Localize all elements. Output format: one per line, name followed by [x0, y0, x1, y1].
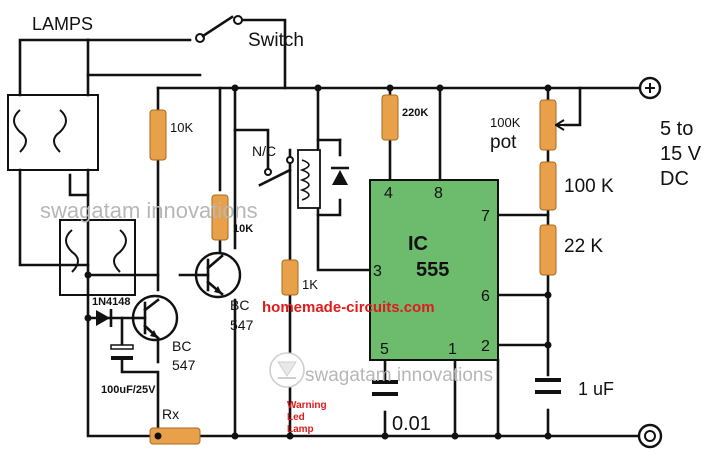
switch-symbol: [195, 15, 243, 43]
lamp-upper: [7, 94, 99, 171]
resistor-rx: [149, 427, 201, 445]
ic-label-2: 555: [416, 259, 449, 281]
relay-coil: [297, 149, 321, 209]
label-bc547-left-2: 547: [172, 357, 196, 373]
label-22k: 22 K: [564, 236, 603, 257]
label-bc547-right-2: 547: [230, 317, 254, 333]
diode-1n4148: [96, 309, 113, 327]
capacitor-100uf: [110, 344, 134, 360]
resistor-1k: [281, 259, 299, 296]
ic-pin-7: 7: [481, 208, 490, 225]
label-supply-3: DC: [660, 168, 689, 190]
label-10k-mid: 10K: [233, 223, 253, 235]
transistor-left: [131, 294, 179, 342]
pot-wiper-arrow: [555, 119, 565, 131]
resistor-22k: [539, 224, 557, 276]
junction-dots: [84, 84, 552, 440]
ic-pin-5: 5: [380, 341, 389, 358]
resistor-100k: [539, 161, 557, 211]
label-bc547-right-1: BC: [230, 297, 249, 313]
resistor-220k: [381, 94, 399, 141]
watermark-bottom: swagatam innovations: [305, 365, 493, 386]
ic-pin-1: 1: [448, 341, 457, 358]
ic-pin-2: 2: [481, 338, 490, 355]
label-100k: 100 K: [564, 176, 614, 197]
label-100k-pot-2: pot: [490, 132, 517, 153]
relay-diode: [331, 166, 349, 185]
label-warning-1: Warning: [287, 400, 327, 411]
label-nc: N/C: [252, 143, 276, 159]
ground-terminal-icon: [637, 423, 663, 449]
ic-555-body: [369, 179, 499, 361]
ic-pin-4: 4: [384, 185, 393, 202]
label-100uf: 100uF/25V: [101, 384, 156, 396]
label-warning-3: Lamp: [287, 424, 314, 435]
ic-pin-3: 3: [373, 263, 382, 280]
warning-led-icon: [269, 352, 305, 388]
label-lamps: LAMPS: [32, 14, 93, 34]
ic-pin-8: 8: [434, 185, 443, 202]
relay-contact: [264, 156, 294, 176]
label-1k: 1K: [302, 277, 318, 292]
resistor-100k-pot: [539, 99, 557, 151]
label-supply-2: 15 V: [660, 143, 702, 165]
capacitor-1uf: [535, 378, 561, 394]
label-1n4148: 1N4148: [92, 296, 131, 308]
label-rx: Rx: [162, 406, 179, 422]
label-switch: Switch: [248, 30, 304, 51]
label-warning-2: Led: [287, 412, 305, 423]
ic-pin-6: 6: [481, 288, 490, 305]
capacitor-001: [372, 380, 398, 396]
positive-terminal-icon: [638, 76, 662, 100]
resistor-10k-mid: [211, 194, 229, 241]
resistor-10k-left: [149, 109, 167, 161]
lamp-lower: [59, 219, 136, 296]
wires: [18, 18, 642, 438]
label-220k: 220K: [402, 107, 428, 119]
transistor-right: [194, 251, 242, 299]
label-bc547-left-1: BC: [172, 338, 191, 354]
label-1uf: 1 uF: [578, 379, 614, 399]
label-001: 0.01: [392, 413, 431, 435]
label-site: homemade-circuits.com: [262, 299, 435, 316]
ic-label-1: IC: [408, 233, 428, 255]
label-supply-1: 5 to: [660, 118, 693, 140]
label-10k-left: 10K: [170, 120, 193, 135]
label-100k-pot-1: 100K: [490, 115, 521, 130]
watermark-top: swagatam innovations: [40, 198, 258, 223]
